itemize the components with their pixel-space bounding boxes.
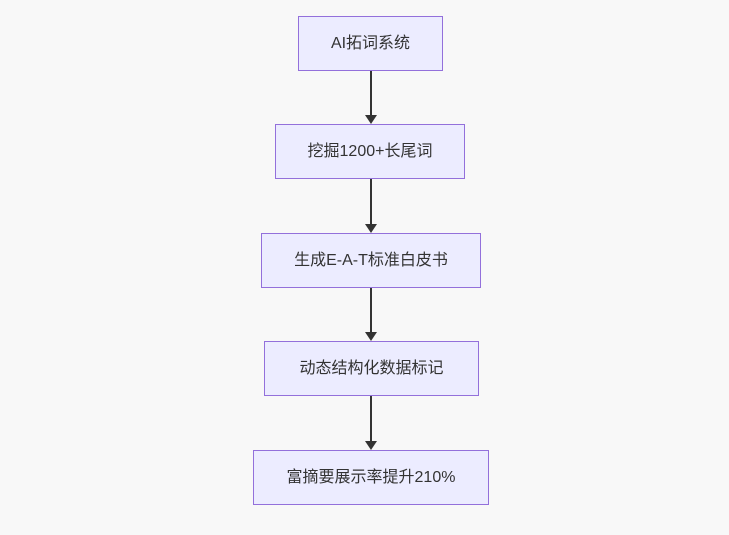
flow-arrow-2 [364,179,377,233]
flow-node-rich-snippet-result: 富摘要展示率提升210% [253,450,489,505]
flow-node-label: 富摘要展示率提升210% [286,468,456,486]
arrow-head-icon [364,441,377,450]
flow-node-label: 挖掘1200+长尾词 [307,142,433,160]
arrow-head-icon [364,224,377,233]
flow-node-eat-whitepaper: 生成E-A-T标准白皮书 [261,233,481,288]
flow-node-structured-data: 动态结构化数据标记 [264,341,479,396]
flow-arrow-4 [364,396,377,450]
flow-node-label: AI拓词系统 [330,34,411,52]
flow-node-ai-keyword-system: AI拓词系统 [298,16,443,71]
flow-node-longtail-mining: 挖掘1200+长尾词 [275,124,465,179]
arrow-head-icon [364,115,377,124]
arrow-line [369,396,372,441]
arrow-line [369,71,372,115]
arrow-line [369,288,372,332]
flow-arrow-1 [364,71,377,124]
flow-arrow-3 [364,288,377,341]
arrow-head-icon [364,332,377,341]
arrow-line [369,179,372,224]
flow-node-label: 动态结构化数据标记 [299,359,444,377]
flow-node-label: 生成E-A-T标准白皮书 [294,251,448,269]
